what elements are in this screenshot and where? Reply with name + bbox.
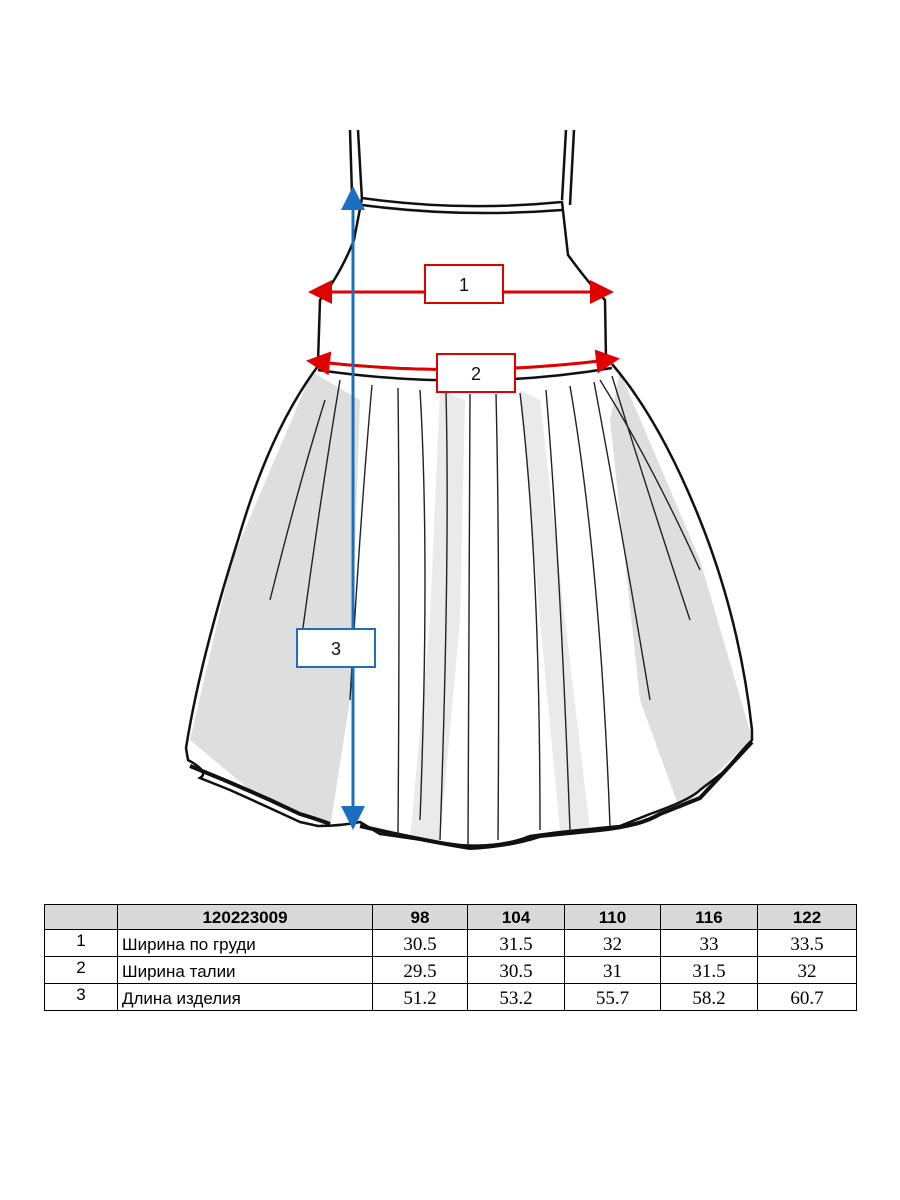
measurement-value: 31.5 — [467, 929, 565, 957]
callout-2: 2 — [436, 353, 516, 393]
measurement-value: 32 — [757, 956, 857, 984]
row-number: 1 — [44, 929, 118, 957]
measurement-value: 53.2 — [467, 983, 565, 1011]
callout-2-label: 2 — [471, 364, 481, 384]
measurement-value: 60.7 — [757, 983, 857, 1011]
header-cell-article: 120223009 — [117, 904, 373, 930]
dress-straps — [348, 129, 576, 206]
header-cell-size: 104 — [467, 904, 565, 930]
measurement-value: 30.5 — [372, 929, 468, 957]
header-cell-empty — [44, 904, 118, 930]
measurement-value: 33 — [660, 929, 758, 957]
callout-3: 3 — [296, 628, 376, 668]
measurement-value: 55.7 — [564, 983, 661, 1011]
measurement-value: 31.5 — [660, 956, 758, 984]
callout-1-label: 1 — [459, 275, 469, 295]
measurement-value: 33.5 — [757, 929, 857, 957]
measurement-name: Ширина по груди — [117, 929, 373, 957]
header-cell-size: 110 — [564, 904, 661, 930]
measurement-value: 31 — [564, 956, 661, 984]
table-row: 3 Длина изделия 51.2 53.2 55.7 58.2 60.7 — [44, 983, 857, 1011]
row-number: 3 — [44, 983, 118, 1011]
measurement-value: 29.5 — [372, 956, 468, 984]
dress-sketch: 1 2 3 — [184, 129, 754, 851]
table-row: 1 Ширина по груди 30.5 31.5 32 33 33.5 — [44, 929, 857, 957]
measurement-name: Ширина талии — [117, 956, 373, 984]
header-cell-size: 122 — [757, 904, 857, 930]
measurement-value: 51.2 — [372, 983, 468, 1011]
size-chart-table: 120223009 98 104 110 116 122 1 Ширина по… — [44, 904, 857, 1011]
measurement-value: 58.2 — [660, 983, 758, 1011]
header-cell-size: 116 — [660, 904, 758, 930]
measurement-name: Длина изделия — [117, 983, 373, 1011]
table-row: 2 Ширина талии 29.5 30.5 31 31.5 32 — [44, 956, 857, 984]
row-number: 2 — [44, 956, 118, 984]
measurement-value: 32 — [564, 929, 661, 957]
callout-3-label: 3 — [331, 639, 341, 659]
table-header-row: 120223009 98 104 110 116 122 — [44, 904, 857, 930]
measurement-value: 30.5 — [467, 956, 565, 984]
header-cell-size: 98 — [372, 904, 468, 930]
callout-1: 1 — [424, 264, 504, 304]
